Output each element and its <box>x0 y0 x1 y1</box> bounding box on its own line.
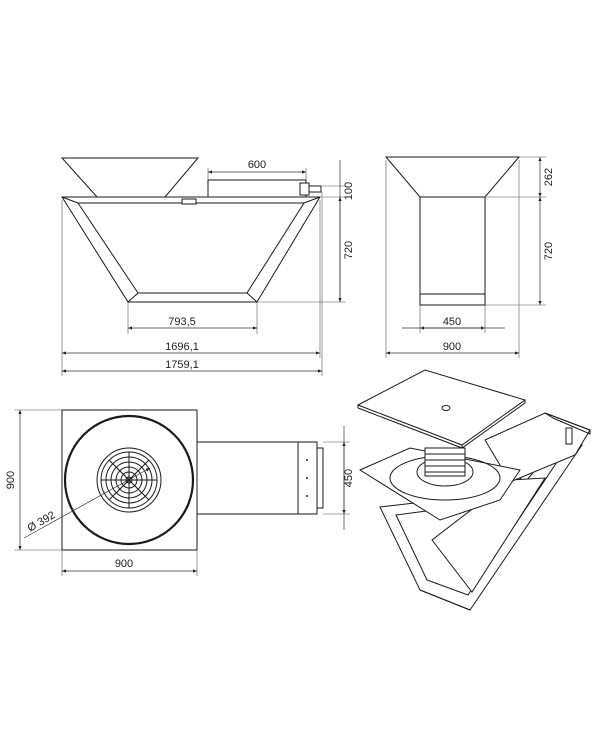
front-dim-100: 100 <box>343 182 355 200</box>
front-bowl <box>60 157 200 198</box>
top-dim-diameter-392: Ø 392 <box>26 509 58 534</box>
top-view: 900 900 Ø 392 450 <box>5 409 355 576</box>
front-dim-1759-1: 1759,1 <box>165 359 199 371</box>
isometric-view <box>356 369 591 611</box>
front-dim-720: 720 <box>343 241 355 259</box>
side-bowl <box>384 156 521 198</box>
iso-column <box>424 447 466 477</box>
top-ring <box>63 414 195 546</box>
front-dim-793-5: 793,5 <box>168 316 196 328</box>
side-dim-450: 450 <box>443 316 461 328</box>
front-view: 600 100 720 793,5 1696,1 1759,1 <box>60 157 355 376</box>
front-side-box <box>207 179 307 198</box>
side-dim-720: 720 <box>543 242 555 260</box>
top-dim-900-horizontal: 900 <box>115 558 133 570</box>
top-dim-900-vertical: 900 <box>5 471 17 489</box>
top-dim-450: 450 <box>343 469 355 487</box>
side-view: 262 720 450 900 <box>384 156 555 358</box>
front-dim-1696-1: 1696,1 <box>165 341 199 353</box>
top-shelf <box>196 441 318 515</box>
front-frame <box>61 196 321 303</box>
side-dim-262: 262 <box>543 168 555 186</box>
side-dim-900: 900 <box>443 341 461 353</box>
side-body <box>419 196 486 306</box>
front-dim-600: 600 <box>248 159 266 171</box>
